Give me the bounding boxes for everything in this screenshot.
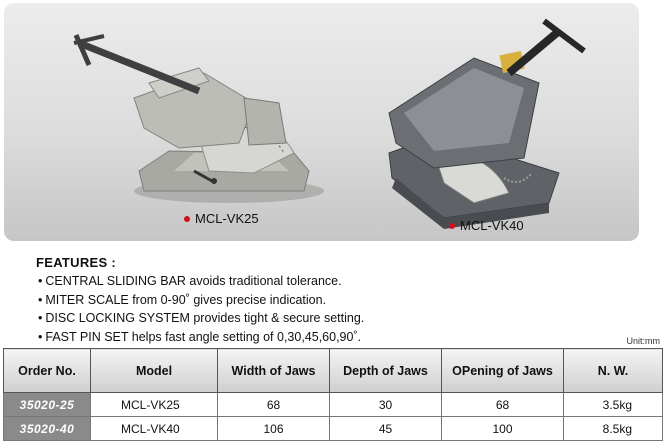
table-row: 35020-40 MCL-VK40 106 45 100 8.5kg [3, 416, 663, 441]
cell-net-weight: 8.5kg [563, 416, 663, 441]
cell-opening-of-jaws: 68 [441, 392, 564, 417]
features-heading: FEATURES : [36, 255, 117, 270]
cell-depth-of-jaws: 30 [329, 392, 442, 417]
product-banner: MCL-VK25 MCL-VK40 [4, 3, 639, 241]
cell-model: MCL-VK40 [90, 416, 218, 441]
unit-label: Unit:mm [626, 336, 661, 346]
spec-table: Order No. Model Width of Jaws Depth of J… [3, 348, 663, 441]
table-header-row: Order No. Model Width of Jaws Depth of J… [3, 348, 663, 393]
cell-model: MCL-VK25 [90, 392, 218, 417]
table-row: 35020-25 MCL-VK25 68 30 68 3.5kg [3, 392, 663, 417]
caption-text: MCL-VK40 [460, 218, 524, 233]
header-order-no: Order No. [3, 348, 91, 393]
header-model: Model [90, 348, 218, 393]
features-list: CENTRAL SLIDING BAR avoids traditional t… [38, 272, 364, 346]
header-net-weight: N. W. [563, 348, 663, 393]
header-width-of-jaws: Width of Jaws [217, 348, 330, 393]
vise-vk40-image [388, 18, 586, 229]
cell-opening-of-jaws: 100 [441, 416, 564, 441]
cell-order-no: 35020-25 [3, 392, 91, 417]
cell-width-of-jaws: 106 [217, 416, 330, 441]
feature-item: DISC LOCKING SYSTEM provides tight & sec… [38, 309, 364, 328]
cell-width-of-jaws: 68 [217, 392, 330, 417]
product-photos [73, 18, 586, 229]
vise-vk25-image [73, 34, 324, 203]
bullet-dot-icon [184, 215, 190, 222]
feature-item: FAST PIN SET helps fast angle setting of… [38, 328, 364, 347]
cell-order-no: 35020-40 [3, 416, 91, 441]
feature-item: MITER SCALE from 0-90˚ gives precise ind… [38, 291, 364, 310]
bullet-dot-icon [449, 222, 455, 229]
caption-text: MCL-VK25 [195, 211, 259, 226]
header-depth-of-jaws: Depth of Jaws [329, 348, 442, 393]
cell-depth-of-jaws: 45 [329, 416, 442, 441]
cell-net-weight: 3.5kg [563, 392, 663, 417]
caption-mcl-vk25: MCL-VK25 [184, 211, 259, 226]
header-opening-of-jaws: OPening of Jaws [441, 348, 564, 393]
feature-item: CENTRAL SLIDING BAR avoids traditional t… [38, 272, 364, 291]
caption-mcl-vk40: MCL-VK40 [449, 218, 524, 233]
